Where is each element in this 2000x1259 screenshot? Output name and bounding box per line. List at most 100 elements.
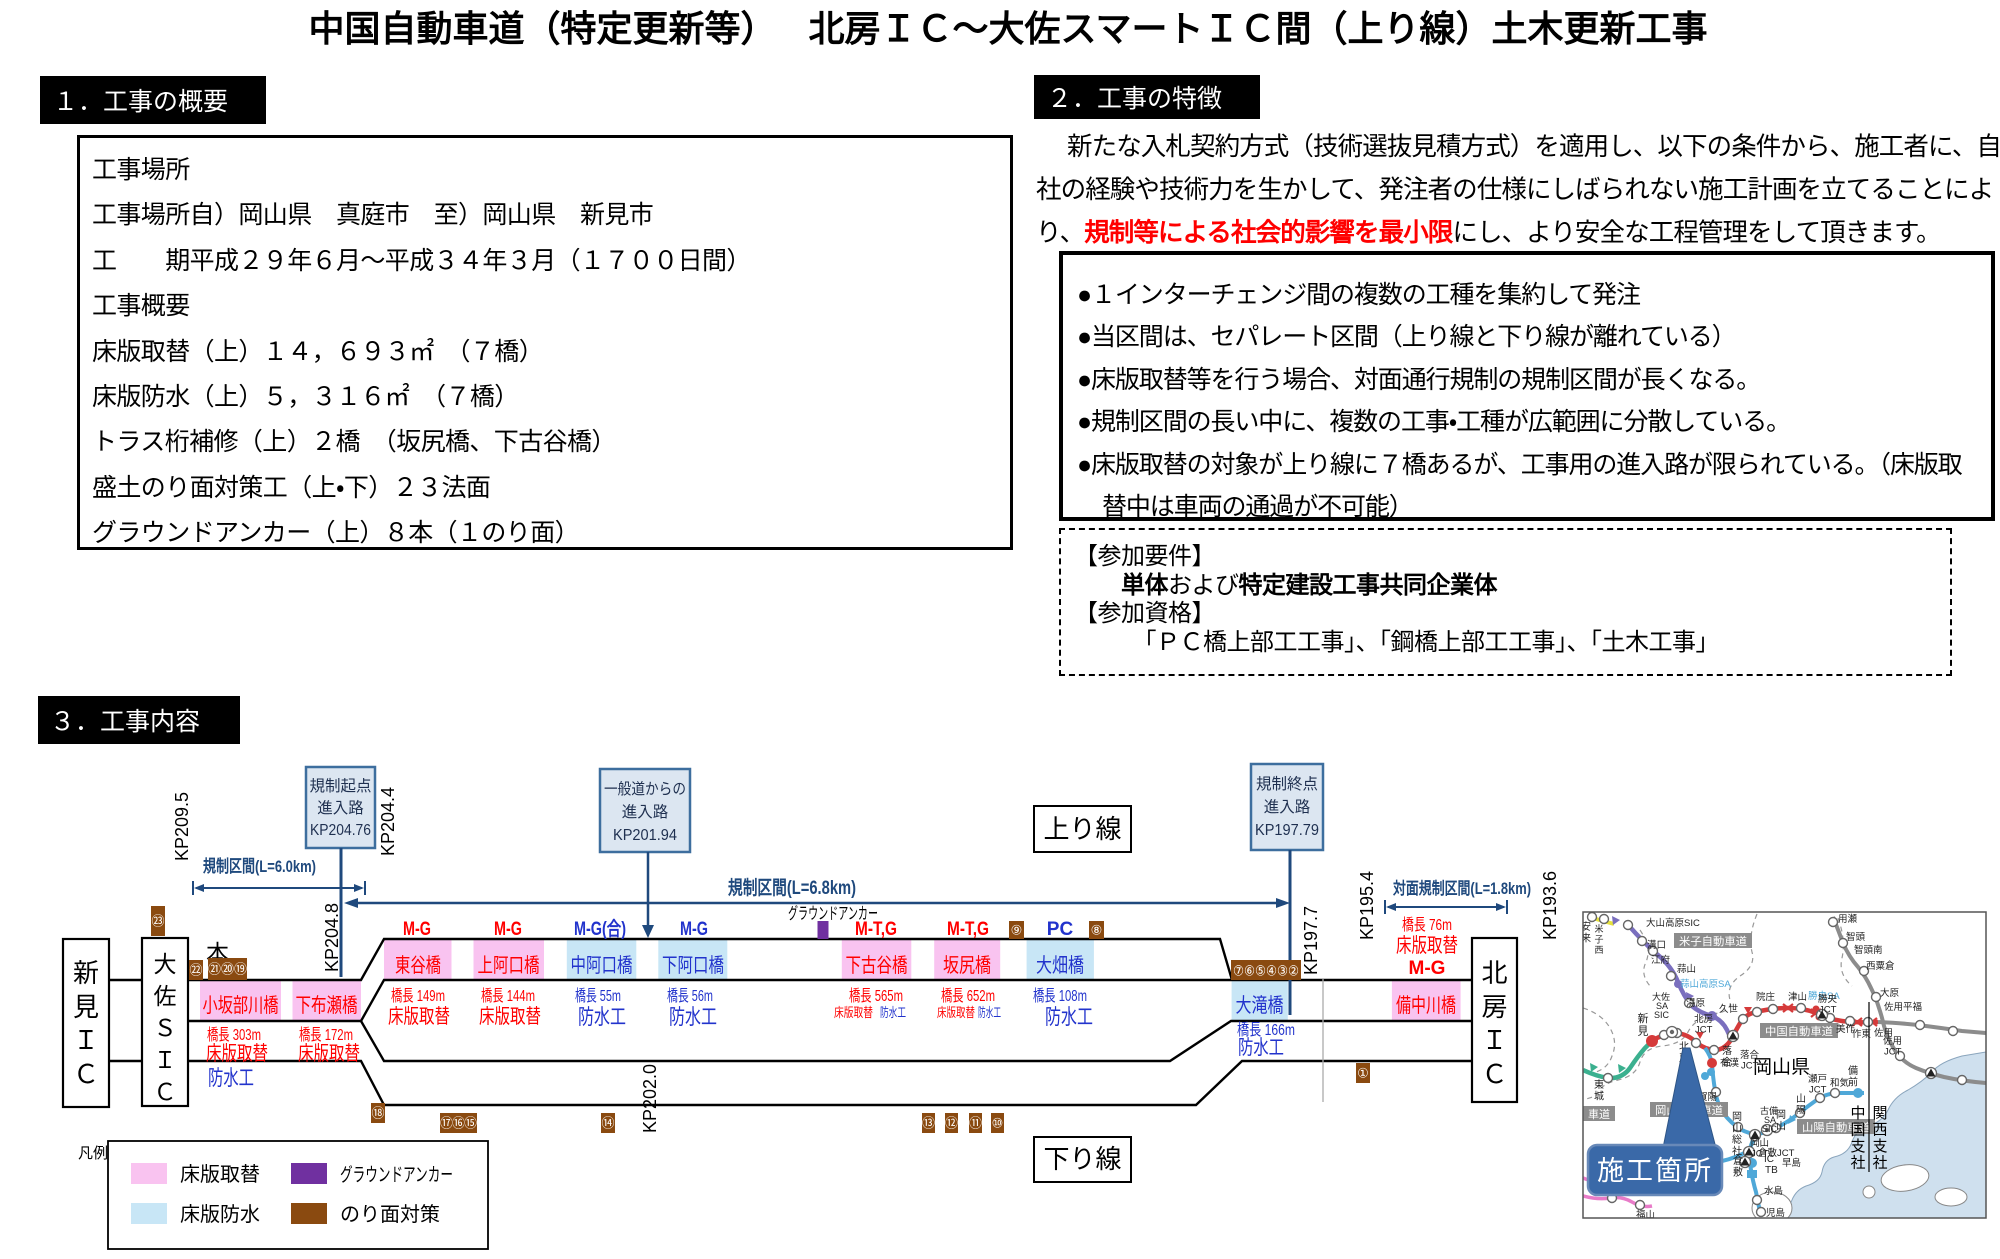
svg-text:KP209.5: KP209.5 [172,792,192,861]
svg-text:津山: 津山 [1788,992,1807,1003]
svg-text:佐用: 佐用 [1883,1035,1902,1047]
svg-text:勝央: 勝央 [1818,993,1838,1005]
svg-text:新見: 新見 [1638,1012,1649,1038]
svg-text:湯原: 湯原 [1686,997,1706,1009]
svg-text:米子自動車道: 米子自動車道 [1679,934,1747,948]
svg-text:JCT: JCT [1884,1047,1902,1058]
svg-text:大山高原SIC: 大山高原SIC [1646,917,1700,929]
svg-text:岡山総社: 岡山総社 [1732,1111,1742,1158]
svg-text:智頭: 智頭 [1846,931,1866,943]
svg-text:福山: 福山 [1636,1209,1655,1221]
svg-text:TB: TB [1765,1165,1778,1176]
svg-text:規制区間(L=6.0km): 規制区間(L=6.0km) [203,856,316,876]
svg-text:備前: 備前 [1848,1065,1858,1089]
svg-text:⑮: ⑮ [464,1116,477,1131]
svg-text:橋長 565m: 橋長 565m [849,987,903,1005]
svg-text:規制区間(L=6.8km): 規制区間(L=6.8km) [728,876,856,899]
svg-text:橋長 172m: 橋長 172m [299,1026,353,1044]
svg-text:上阿口橋: 上阿口橋 [478,954,540,977]
svg-text:KP195.4: KP195.4 [1357,871,1377,940]
svg-text:床版取替: 床版取替 [388,1005,450,1028]
svg-text:下布瀬橋: 下布瀬橋 [296,994,358,1017]
svg-text:KP197.7: KP197.7 [1301,906,1321,975]
svg-text:落合: 落合 [1722,1045,1732,1069]
svg-text:有漢: 有漢 [1720,1057,1740,1069]
svg-text:⑪: ⑪ [969,1116,982,1131]
svg-text:SIC: SIC [1762,1124,1778,1134]
svg-text:中国自動車道: 中国自動車道 [1765,1024,1833,1038]
svg-text:橋長 56m: 橋長 56m [667,987,713,1005]
svg-text:中国支社: 中国支社 [1850,1105,1865,1172]
svg-text:防水工: 防水工 [578,1006,626,1029]
svg-text:用瀬: 用瀬 [1838,913,1858,925]
svg-text:溝口: 溝口 [1647,939,1666,951]
svg-text:小坂部川橋: 小坂部川橋 [203,994,279,1017]
svg-text:M-T,G: M-T,G [947,919,989,940]
svg-text:M-G: M-G [494,919,522,940]
svg-text:院庄: 院庄 [1756,992,1776,1003]
svg-text:早島: 早島 [1782,1157,1801,1169]
svg-text:橋長 55m: 橋長 55m [575,987,621,1005]
svg-text:北房: 北房 [1694,1014,1713,1025]
svg-text:KP193.6: KP193.6 [1540,871,1560,940]
svg-text:上り線: 上り線 [1043,814,1121,844]
svg-text:SIC: SIC [1654,1010,1670,1020]
svg-text:佐用平福: 佐用平福 [1884,1001,1922,1013]
svg-text:坂尻橋: 坂尻橋 [943,954,991,977]
svg-text:IC: IC [1764,1154,1774,1165]
svg-text:防水工: 防水工 [1045,1006,1093,1029]
svg-text:JCT: JCT [1695,1025,1713,1036]
svg-text:施工箇所: 施工箇所 [1597,1156,1713,1186]
svg-text:㉑: ㉑ [208,962,221,977]
svg-text:下り線: 下り線 [1043,1144,1121,1174]
svg-text:西粟倉: 西粟倉 [1866,961,1895,972]
svg-text:⑨: ⑨ [1011,923,1023,938]
svg-text:⑱: ⑱ [371,1106,384,1121]
svg-text:和気: 和気 [1830,1077,1850,1089]
svg-text:床版取替: 床版取替 [180,1163,260,1186]
svg-text:床版取替: 床版取替 [1396,934,1458,957]
svg-text:JCT: JCT [1809,1085,1827,1096]
svg-text:床版取替: 床版取替 [937,1005,975,1020]
svg-text:KP204.4: KP204.4 [378,787,398,856]
svg-text:⑳: ⑳ [221,962,234,977]
svg-text:⑬: ⑬ [922,1116,935,1131]
svg-text:山陽自動車道: 山陽自動車道 [1802,1120,1870,1134]
svg-text:床版取替: 床版取替 [479,1005,541,1028]
svg-text:防水工: 防水工 [669,1006,717,1029]
svg-text:JCT: JCT [1819,1005,1837,1016]
svg-text:米子西: 米子西 [1594,923,1603,955]
svg-text:防水工: 防水工 [1238,1036,1284,1059]
svg-text:備中川橋: 備中川橋 [1396,994,1456,1017]
svg-text:下古谷橋: 下古谷橋 [846,954,908,977]
svg-text:倉敷JCT: 倉敷JCT [1758,1147,1795,1159]
svg-text:関西支社: 関西支社 [1872,1105,1887,1172]
svg-text:蒜山: 蒜山 [1677,964,1696,975]
svg-text:智頭南: 智頭南 [1854,944,1883,956]
svg-text:東城: 東城 [1594,1078,1604,1103]
svg-text:山陽: 山陽 [1796,1093,1806,1117]
svg-text:JCT: JCT [1741,1061,1759,1072]
svg-text:橋長 76m: 橋長 76m [1402,916,1452,934]
svg-text:落合: 落合 [1740,1049,1760,1061]
svg-text:床版防水: 床版防水 [180,1203,260,1226]
svg-text:大佐ＳＩＣ: 大佐ＳＩＣ [154,951,177,1105]
svg-text:古備: 古備 [1760,1105,1778,1116]
svg-text:対面規制区間(L=1.8km): 対面規制区間(L=1.8km) [1392,878,1531,898]
svg-text:橋長 652m: 橋長 652m [941,987,995,1005]
svg-text:岡山県: 岡山県 [1753,1056,1810,1078]
svg-text:橋長 144m: 橋長 144m [481,987,535,1005]
svg-text:⑲: ⑲ [234,962,247,977]
svg-text:防水工: 防水工 [978,1005,1001,1020]
svg-text:岡山: 岡山 [1750,1138,1769,1149]
svg-text:美作: 美作 [1836,1023,1856,1035]
svg-text:東谷橋: 東谷橋 [395,954,441,977]
svg-text:橋長 149m: 橋長 149m [391,987,445,1005]
svg-text:⑭: ⑭ [601,1116,614,1131]
svg-text:佐用: 佐用 [1874,1027,1893,1039]
svg-text:防水工: 防水工 [880,1005,906,1020]
svg-text:中阿口橋: 中阿口橋 [571,954,633,977]
svg-text:岡山: 岡山 [1776,1109,1786,1133]
